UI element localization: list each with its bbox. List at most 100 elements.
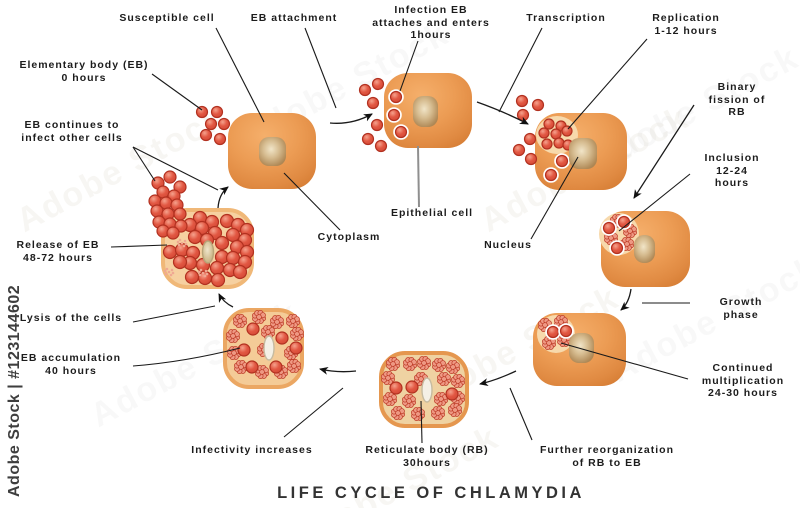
elementary-body [389, 90, 403, 104]
elementary-body [232, 264, 248, 280]
elementary-body [197, 270, 213, 286]
pointer-line-16 [151, 73, 203, 111]
diagram-title: LIFE CYCLE OF CHLAMYDIA [277, 484, 585, 502]
elementary-body [237, 343, 251, 357]
elementary-body [184, 269, 200, 285]
cell-susceptible [228, 113, 316, 189]
elementary-body [370, 118, 384, 132]
pointer-line-19 [530, 156, 579, 240]
cell-nucleus [634, 235, 655, 263]
pointer-line-5 [618, 173, 691, 232]
pointer-line-8 [509, 387, 533, 441]
elementary-body [209, 260, 225, 276]
pointer-line-0 [215, 27, 265, 123]
elementary-body [204, 117, 218, 131]
cell-transcription-cell [535, 113, 627, 190]
reticulate-body-rosette [402, 394, 416, 408]
pointer-line-1 [304, 27, 337, 109]
pointer-line-11 [132, 347, 241, 367]
elementary-body [405, 380, 419, 394]
reticulate-body-rosette [542, 336, 556, 350]
reticulate-body-rosette [417, 356, 431, 370]
elementary-body [555, 154, 569, 168]
reticulate-body-rosette [226, 329, 240, 343]
elementary-body [163, 170, 177, 184]
eb-dot-cluster [163, 267, 175, 277]
elementary-body [225, 250, 241, 266]
reticulate-body-rosette [437, 372, 451, 386]
elementary-body [523, 132, 537, 146]
elementary-body [173, 207, 187, 221]
cell-growth-cell [533, 313, 626, 386]
elementary-body [225, 227, 241, 243]
pointer-line-13 [110, 244, 168, 248]
cell-inclusion-cell [599, 211, 690, 287]
elementary-body [214, 235, 230, 251]
elementary-body [246, 322, 260, 336]
pointer-line-3 [498, 27, 543, 113]
pointer-line-12 [132, 305, 216, 323]
elementary-body [150, 204, 164, 218]
elementary-body [541, 138, 553, 150]
reticulate-body-rosette [446, 360, 460, 374]
pointer-line-4 [567, 38, 648, 130]
pointer-line-10 [283, 387, 344, 438]
reticulate-body-rosette [286, 314, 300, 328]
elementary-body [275, 331, 289, 345]
reticulate-body-rosette [431, 406, 445, 420]
reticulate-body-rosette [287, 359, 301, 373]
pointer-line-9 [420, 400, 423, 444]
reticulate-body-rosette [448, 403, 462, 417]
pointer-line-15 [132, 146, 219, 191]
cell-nucleus [569, 333, 594, 363]
elementary-body [195, 105, 209, 119]
elementary-body [512, 143, 526, 157]
elementary-body [217, 117, 231, 131]
cell-nucleus [421, 377, 433, 403]
cell-infected [384, 73, 472, 148]
elementary-body [162, 244, 178, 260]
pointer-line-17 [417, 145, 420, 208]
reticulate-body-rosette [252, 310, 266, 324]
elementary-body [374, 139, 388, 153]
elementary-body [166, 226, 180, 240]
elementary-body [445, 387, 459, 401]
pointer-line-2 [399, 40, 419, 92]
elementary-body [544, 168, 558, 182]
reticulate-body-rosette [255, 365, 269, 379]
elementary-body [213, 132, 227, 146]
elementary-body [531, 98, 545, 112]
elementary-body [610, 241, 624, 255]
elementary-body [538, 127, 550, 139]
reticulate-body-rosette [451, 374, 465, 388]
flow-arrow-1 [476, 101, 529, 125]
elementary-body [561, 125, 573, 137]
adobe-stock-watermark: Adobe Stock | #123144602 [6, 284, 23, 497]
elementary-body [546, 325, 560, 339]
cell-reticulate-cell [379, 351, 469, 428]
reticulate-body-rosette [233, 314, 247, 328]
pointer-line-14 [132, 146, 156, 182]
eb-cluster-elementary [195, 105, 231, 146]
cell-nucleus [413, 96, 438, 127]
elementary-body [361, 132, 375, 146]
elementary-body [559, 324, 573, 338]
pointer-line-7 [560, 342, 689, 380]
elementary-body [289, 341, 303, 355]
elementary-body [172, 254, 188, 270]
reticulate-body-rosette [270, 315, 284, 329]
eb-dot-cluster [197, 268, 209, 278]
reticulate-body-rosette [403, 357, 417, 371]
cell-nucleus [259, 137, 286, 166]
eb-cluster-attaching [358, 77, 388, 153]
flow-arrow-6 [218, 293, 234, 308]
elementary-body [210, 105, 224, 119]
elementary-body [543, 118, 555, 130]
elementary-body [173, 180, 187, 194]
reticulate-body-rosette [290, 327, 304, 341]
eb-cluster-spill [148, 170, 188, 240]
elementary-body [358, 83, 372, 97]
flow-arrow-0 [329, 113, 373, 124]
cell-nucleus [263, 335, 275, 361]
